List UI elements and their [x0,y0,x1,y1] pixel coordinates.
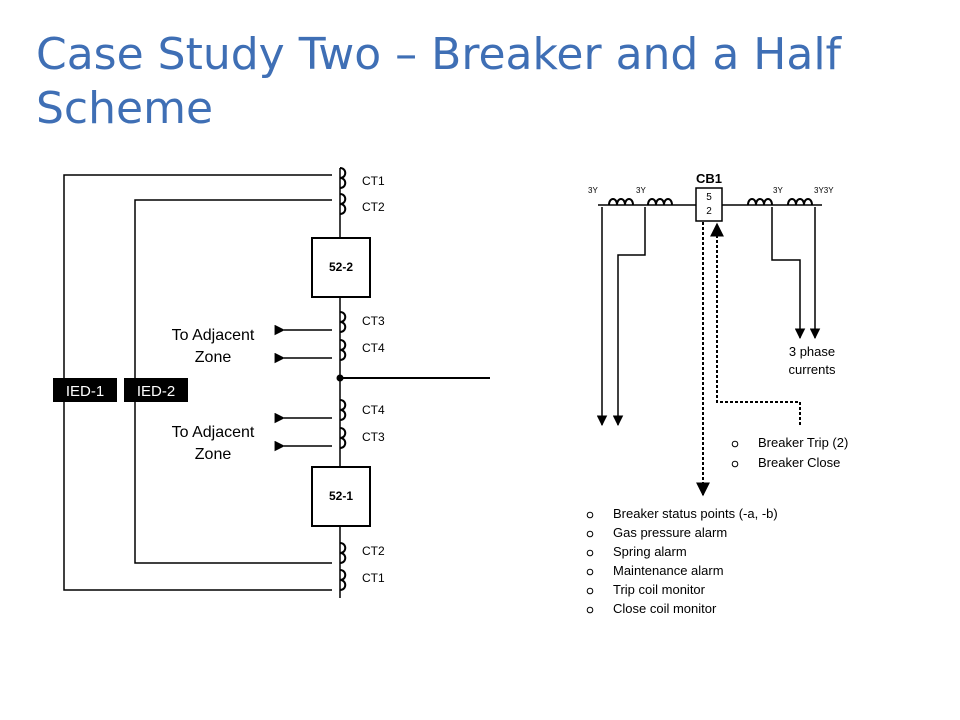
ct-coil-icon [339,167,347,189]
ct-label-mid-upper-1: CT3 [362,314,385,328]
ct-coil-icon [339,311,347,333]
currents-label-line2: currents [789,362,836,377]
ied-2-box [124,378,188,402]
zone-upper-line1: To Adjacent [172,327,255,344]
status-item: Breaker status points (-a, -b) [613,506,778,521]
ct-coils-right [608,198,813,206]
trip-close-item: Breaker Close [758,455,840,470]
winding-label-3: 3Y [773,186,783,195]
cb1-digit-1: 5 [706,192,712,203]
bus-junction-dot [336,374,344,382]
left-ct-wire-2 [612,207,646,427]
ct2-bottom-wire [134,400,332,564]
bullet [586,568,594,576]
ct-coil-icon [339,399,347,421]
ct-coil-icon [339,193,347,215]
winding-label-1: 3Y [588,186,598,195]
status-item: Maintenance alarm [613,563,724,578]
ied-2-label: IED-2 [137,383,175,400]
breaker-52-2-label: 52-2 [329,260,353,274]
ied-1-label: IED-1 [66,383,104,400]
ct-coil-icon [339,339,347,361]
right-diagram [596,204,822,427]
bullet [586,606,594,614]
bullet [731,440,739,448]
cb1-box [695,187,723,222]
ct-coil-icon [747,198,773,206]
cb1-label: CB1 [696,171,722,186]
bullet [586,587,594,595]
breaker-52-1-box [311,466,371,527]
control-wires [696,222,801,497]
trip-close-item: Breaker Trip (2) [758,435,848,450]
ct-coils-left [339,167,347,591]
ct-coil-icon [608,198,634,206]
slide-title: Case Study Two – Breaker and a Half Sche… [36,29,842,134]
ct-label-top-1: CT1 [362,174,385,188]
bullet [586,511,594,519]
winding-label-2: 3Y [636,186,646,195]
trip-close-dashed-wire [710,222,801,425]
ct-label-mid-lower-2: CT3 [362,430,385,444]
status-item: Trip coil monitor [613,582,706,597]
ct1-bottom-wire [63,400,332,591]
breaker-52-2-box [311,237,371,298]
cb1-digit-2: 2 [706,206,712,217]
status-item: Spring alarm [613,544,687,559]
bullet [731,460,739,468]
bullet [586,530,594,538]
ct-coil-icon [787,198,813,206]
ct-coil-icon [339,542,347,564]
ct-label-top-2: CT2 [362,200,385,214]
status-list: Breaker status points (-a, -b) Gas press… [586,506,778,616]
ct-label-mid-upper-2: CT4 [362,341,385,355]
currents-label-line1: 3 phase [789,344,835,359]
breaker-52-1-label: 52-1 [329,489,353,503]
zone-lower-line2: Zone [195,446,232,463]
zone-lower-line1: To Adjacent [172,424,255,441]
ct-label-mid-lower-1: CT4 [362,403,385,417]
ct-label-bottom-2: CT1 [362,571,385,585]
ct-label-bottom-1: CT2 [362,544,385,558]
ct1-top-wire [63,174,332,378]
bullet [586,549,594,557]
ct2-top-wire [134,199,332,378]
ct-coil-icon [339,569,347,591]
ct-coil-icon [339,427,347,449]
ct-coil-icon [647,198,673,206]
status-item: Close coil monitor [613,601,717,616]
ied-1-box [53,378,117,402]
left-diagram [63,168,490,598]
winding-label-4: 3Y3Y [814,186,834,195]
status-item: Gas pressure alarm [613,525,727,540]
zone-upper-line2: Zone [195,349,232,366]
trip-close-list: Breaker Trip (2) Breaker Close [731,435,848,470]
right-ct-wire-1 [771,207,806,340]
